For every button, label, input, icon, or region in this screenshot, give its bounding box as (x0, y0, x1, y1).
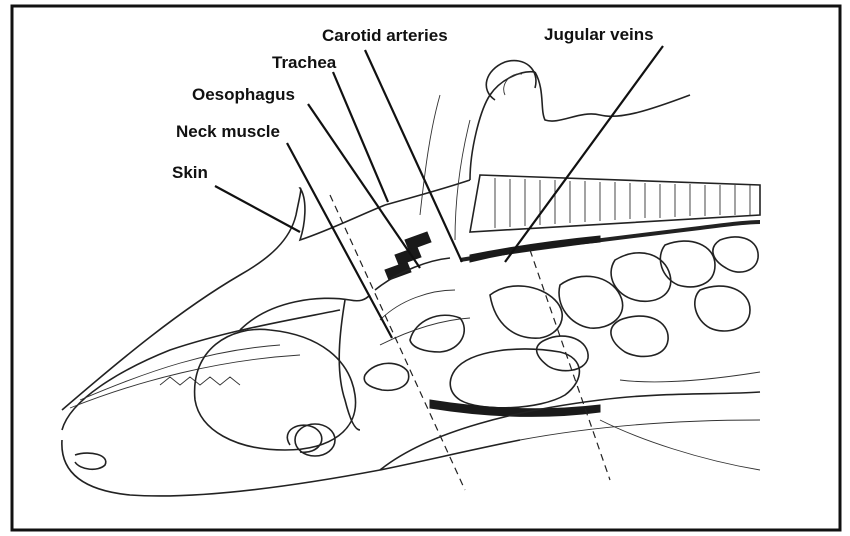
label-skin: Skin (172, 163, 208, 182)
diagram-border (12, 6, 840, 530)
label-oesophagus: Oesophagus (192, 85, 295, 104)
leader-skin (215, 186, 300, 232)
label-carotid-arteries: Carotid arteries (322, 26, 448, 45)
label-jugular-veins: Jugular veins (544, 25, 654, 44)
leader-oesophagus (308, 104, 420, 268)
label-neck-muscle: Neck muscle (176, 122, 280, 141)
anatomy-drawing (62, 61, 760, 496)
leader-jugular-veins (505, 46, 663, 262)
label-trachea: Trachea (272, 53, 337, 72)
leader-carotid-arteries (365, 50, 462, 262)
